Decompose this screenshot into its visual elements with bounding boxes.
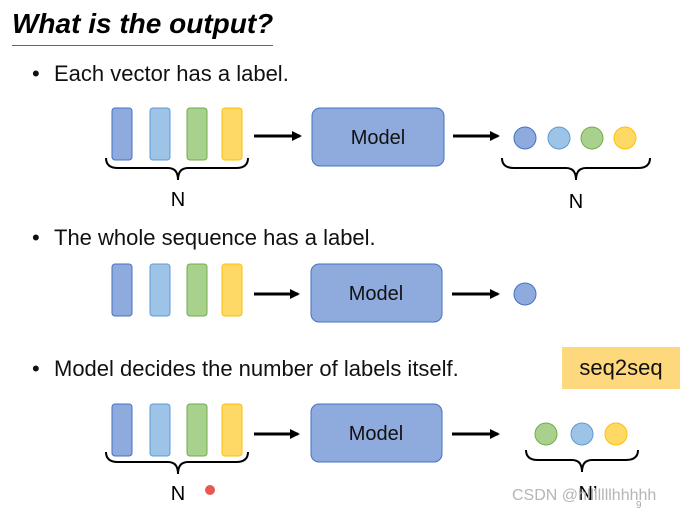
output-count-label: N’ (579, 483, 598, 505)
input-brace (105, 157, 249, 181)
input-vector-yellow (221, 107, 243, 161)
model-box (311, 107, 445, 167)
output-label-green (534, 422, 558, 446)
input-vector-green (186, 107, 208, 161)
input-vector-yellow (221, 403, 243, 457)
output-label-blue-dark (513, 282, 537, 306)
page-title: What is the output? (12, 6, 274, 46)
bullet-model-decides: • Model decides the number of labels itse… (32, 355, 459, 383)
input-vector-blue-dark (111, 107, 133, 161)
input-vector-yellow (221, 263, 243, 317)
output-label-blue-dark (513, 126, 537, 150)
row-whole-sequence: Model (111, 263, 537, 323)
bullet-text: The whole sequence has a label. (54, 225, 376, 250)
input-vector-green (186, 403, 208, 457)
model-label: Model (349, 283, 403, 305)
model-box (310, 403, 443, 463)
bullet-each-vector: • Each vector has a label. (32, 60, 289, 88)
bullet-dot: • (32, 356, 40, 381)
bullet-whole-sequence: • The whole sequence has a label. (32, 224, 376, 252)
output-label-green (580, 126, 604, 150)
input-vector-blue-light (149, 107, 171, 161)
model-label: Model (351, 127, 405, 149)
output-label-blue-light (570, 422, 594, 446)
bullet-dot: • (32, 61, 40, 86)
output-brace (501, 157, 651, 181)
model-label: Model (349, 423, 403, 445)
seq2seq-tag: seq2seq (562, 347, 680, 389)
output-label-blue-light (547, 126, 571, 150)
bullet-dot: • (32, 225, 40, 250)
input-brace (105, 451, 249, 475)
input-vector-blue-light (149, 263, 171, 317)
model-box (310, 263, 443, 323)
input-vector-green (186, 263, 208, 317)
laser-pointer-dot (205, 485, 215, 495)
input-count-label: N (171, 189, 185, 211)
output-brace (525, 449, 639, 473)
page-number: 9 (636, 500, 642, 511)
input-vector-blue-light (149, 403, 171, 457)
input-vector-blue-dark (111, 403, 133, 457)
output-label-yellow (604, 422, 628, 446)
bullet-text: Model decides the number of labels itsel… (54, 356, 459, 381)
input-count-label: N (171, 483, 185, 505)
row-model-decides: N Model N’ (105, 403, 639, 505)
row-each-vector: N Model N (105, 107, 651, 213)
bullet-text: Each vector has a label. (54, 61, 289, 86)
input-vector-blue-dark (111, 263, 133, 317)
watermark: CSDN @hlllllllhhhhh (512, 487, 657, 504)
output-count-label: N (569, 191, 583, 213)
output-label-yellow (613, 126, 637, 150)
